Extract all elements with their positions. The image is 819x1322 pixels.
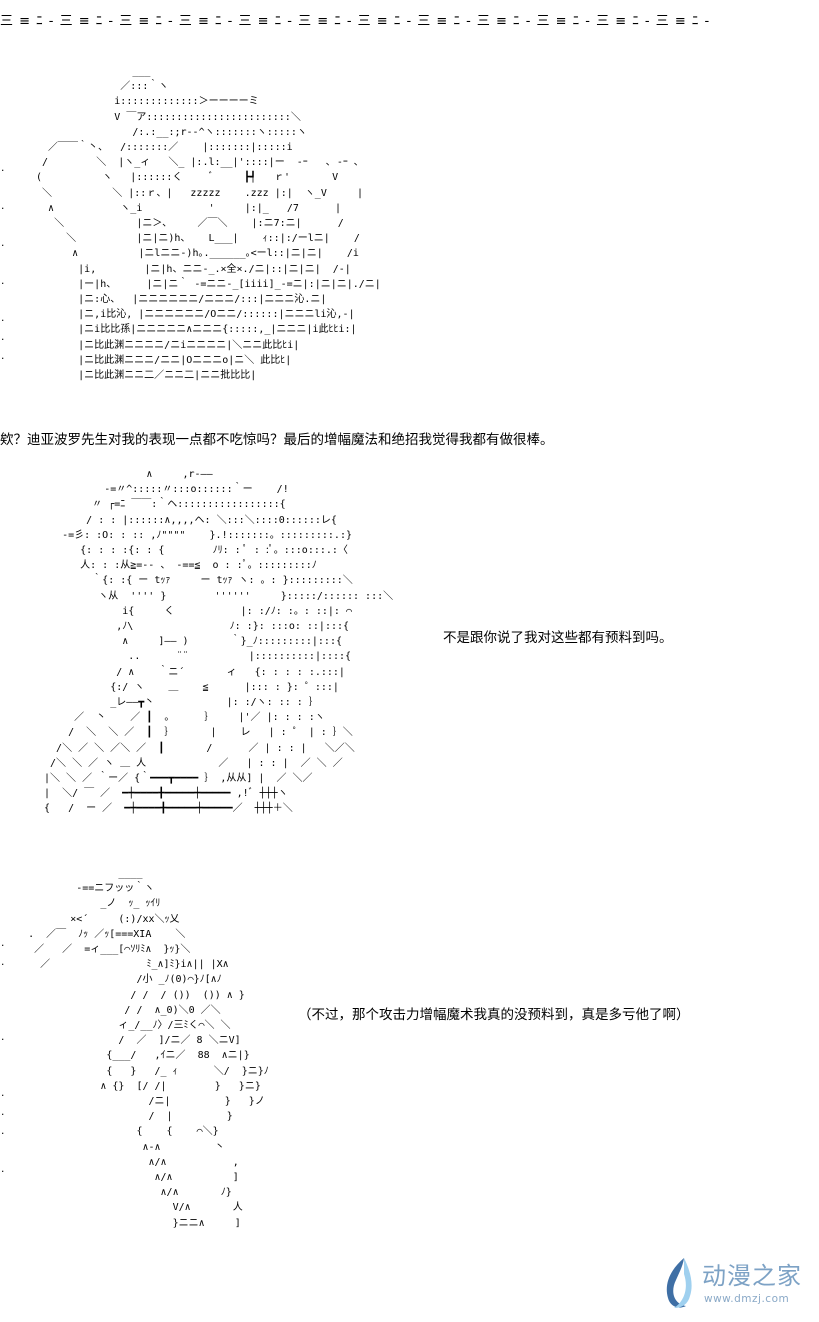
margin-dots-1: . . . . . . . [0, 164, 6, 362]
watermark-url: www.dmzj.com [704, 1293, 790, 1305]
water-drop-icon [666, 1258, 692, 1308]
ascii-art-character-portrait: ∧ ,r‐―― ‐=〃^:::::〃:::o::::::｀ー /! 〃 ┌=ﾆ … [44, 469, 394, 815]
dialogue-caption-2: 不是跟你说了我对这些都有预料到吗。 [443, 630, 673, 646]
dmzj-watermark-logo: 动漫之家 www.dmzj.com [660, 1256, 810, 1314]
ascii-art-standing-character: ____ ‐==ニフッッ｀ヽ _ノ ｯ_ ｯｲﾘ ×<´ (:)/xx＼ｯ乂 .… [28, 868, 269, 1229]
dialogue-caption-1: 欸？迪亚波罗先生对我的表现一点都不吃惊吗？最后的增幅魔法和绝招我觉得我都有做很棒… [0, 432, 554, 448]
ascii-art-sleeping-character: ___ ／:::｀ヽ i:::::::::::::＞ーーーーミ V ￣ア::::… [36, 66, 381, 382]
dialogue-caption-3: （不过，那个攻击力增幅魔术我真的没预料到，真是多亏他了啊） [298, 1007, 690, 1023]
watermark-title: 动漫之家 [702, 1262, 802, 1290]
margin-dots-3: . . . . . . . [0, 939, 6, 1175]
header-sound-effect-line: 三 ≡ ﾆ - 三 ≡ ﾆ - 三 ≡ ﾆ - 三 ≡ ﾆ - 三 ≡ ﾆ - … [0, 14, 711, 29]
